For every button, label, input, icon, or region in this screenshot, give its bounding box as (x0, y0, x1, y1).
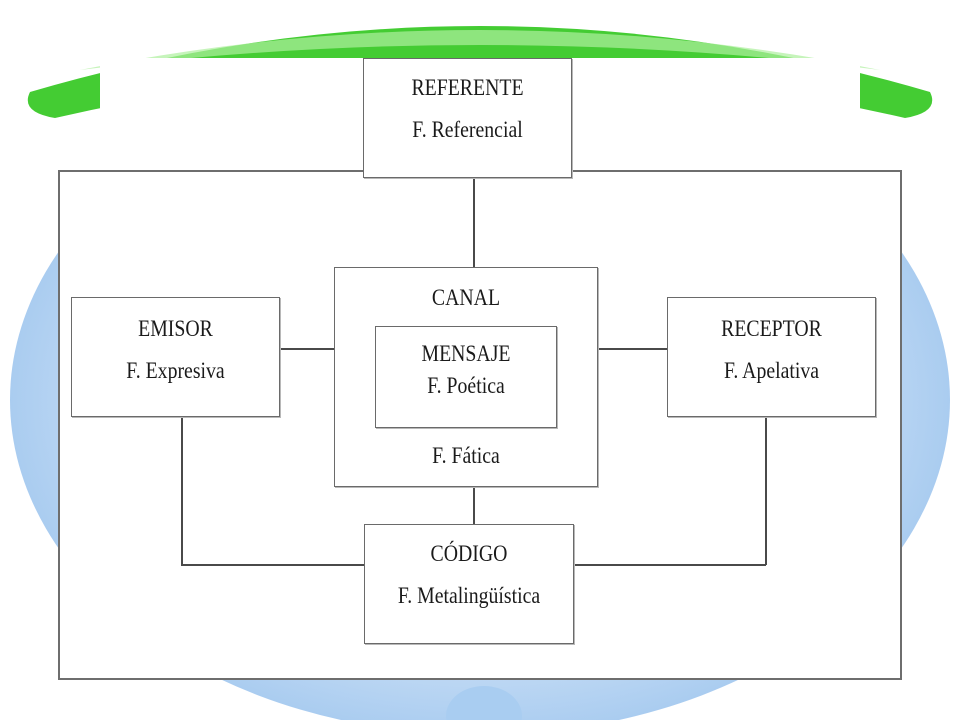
referente-label: REFERENTE (411, 75, 524, 100)
codigo-label: CÓDIGO (430, 541, 508, 566)
referente-function: F. Referencial (412, 117, 523, 142)
receptor-box: RECEPTOR F. Apelativa (667, 297, 876, 417)
codigo-box: CÓDIGO F. Metalingüística (364, 524, 574, 644)
receptor-label: RECEPTOR (721, 316, 822, 341)
mensaje-function: F. Poética (427, 373, 505, 398)
bottom-blue-dot (446, 686, 522, 720)
emisor-function: F. Expresiva (126, 358, 225, 383)
canal-function: F. Fática (432, 443, 500, 468)
connector-emisor-down (181, 416, 183, 565)
connector-receptor-down (765, 416, 767, 565)
connector-canal-codigo (473, 486, 475, 524)
connector-canal-receptor (597, 348, 667, 350)
mensaje-label: MENSAJE (421, 341, 511, 366)
connector-codigo-receptor (573, 564, 766, 566)
connector-emisor-codigo (181, 564, 364, 566)
codigo-function: F. Metalingüística (397, 583, 541, 608)
emisor-label: EMISOR (138, 316, 213, 341)
connector-emisor-canal (280, 348, 335, 350)
top-green-arc-highlight (80, 30, 880, 70)
canal-label: CANAL (431, 285, 501, 310)
referente-box: REFERENTE F. Referencial (363, 58, 572, 178)
mensaje-box: MENSAJE F. Poética (375, 326, 557, 428)
emisor-box: EMISOR F. Expresiva (71, 297, 280, 417)
connector-referente-canal (473, 178, 475, 268)
receptor-function: F. Apelativa (723, 358, 820, 383)
